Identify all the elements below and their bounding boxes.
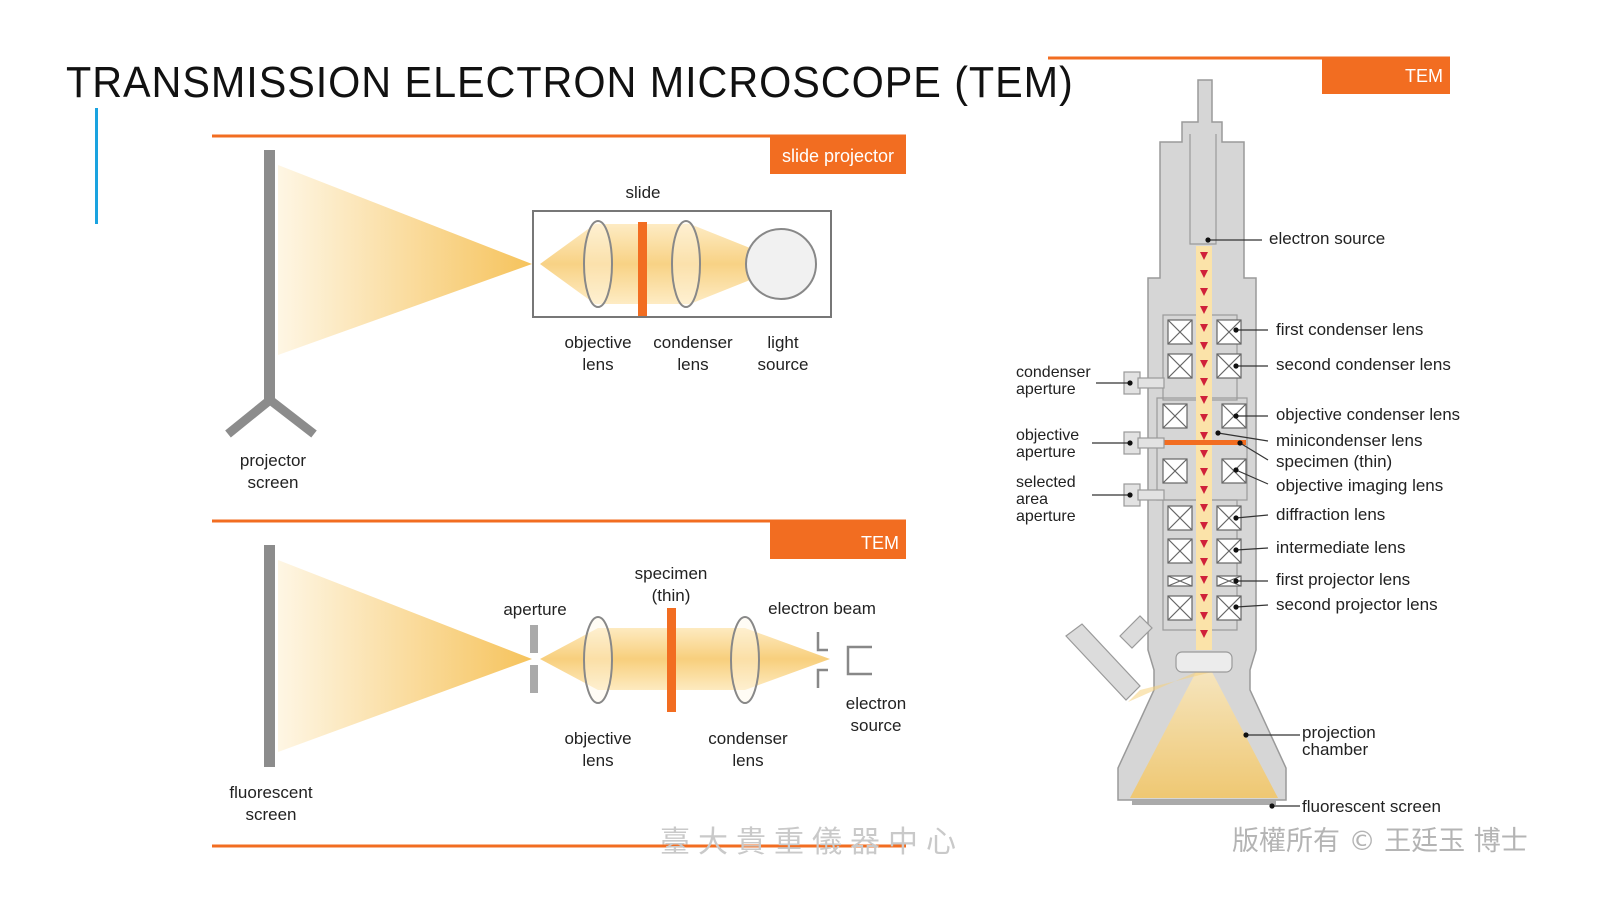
intermediate-lens-label: intermediate lens <box>1276 538 1405 557</box>
projection-cone <box>1130 672 1278 798</box>
electron-gun <box>846 645 872 676</box>
condenser-aperture-label-1: condenser <box>1016 364 1091 381</box>
projector-screen-label-1: projector <box>240 451 306 470</box>
aperture-bottom <box>530 665 538 693</box>
slide-label: slide <box>626 183 661 202</box>
second-condenser-lens-label: second condenser lens <box>1276 355 1451 374</box>
specimen-element <box>667 608 676 712</box>
specimen-thin-label: specimen (thin) <box>1276 452 1392 471</box>
objective-lens <box>583 220 613 308</box>
copyright-watermark: 版權所有 © 王廷玉 博士 <box>1232 826 1528 857</box>
fluorescent-screen-label-2: screen <box>245 805 296 824</box>
column-specimen <box>1162 440 1246 445</box>
slide-projector-tag <box>770 136 906 174</box>
objective-aperture-label-1: objective <box>1016 427 1079 444</box>
screen-stand <box>225 394 317 438</box>
column-fluorescent-screen <box>1132 800 1276 805</box>
slide-projector-panel: slide projector slide objective lens con… <box>212 134 906 492</box>
aperture-top <box>530 625 538 653</box>
electron-source-label-2: source <box>850 716 901 735</box>
tem-column-tag-label: TEM <box>1405 66 1443 86</box>
diffraction-lens-label: diffraction lens <box>1276 505 1385 524</box>
condenser-aperture-label-2: aperture <box>1016 381 1076 398</box>
electron-beam-label: electron beam <box>768 599 876 618</box>
minicondenser-lens-label: minicondenser lens <box>1276 431 1422 450</box>
side-camera-port <box>1065 623 1141 701</box>
light-source-label-2: source <box>757 355 808 374</box>
sp-condenser-label-2: lens <box>677 355 708 374</box>
tem-schematic-tag-label: TEM <box>861 533 899 553</box>
accent-bar <box>95 108 98 224</box>
tem-condenser-label-1: condenser <box>708 729 788 748</box>
second-projector-lens-label: second projector lens <box>1276 595 1438 614</box>
image-cone <box>278 560 532 752</box>
selected-area-aperture-label-1: selected <box>1016 474 1076 491</box>
condenser-lens <box>671 220 701 308</box>
tem-schematic-panel: TEM aperture specimen (thin) electron be… <box>212 519 906 848</box>
sp-objective-label-1: objective <box>564 333 631 352</box>
objective-imaging-lens-label: objective imaging lens <box>1276 476 1443 495</box>
tem-condenser-lens <box>730 616 760 704</box>
light-source-bulb <box>745 228 817 300</box>
electron-source-label-1: electron <box>846 694 906 713</box>
electron-source-label: electron source <box>1269 229 1385 248</box>
gun-chamber <box>1189 134 1217 245</box>
selected-area-aperture-label-3: aperture <box>1016 508 1076 525</box>
projected-light-cone <box>278 165 532 355</box>
specimen-label-1: specimen <box>635 564 708 583</box>
column-fluorescent-screen-label: fluorescent screen <box>1302 797 1441 816</box>
tem-column-tag <box>1322 58 1450 94</box>
tem-objective-label-1: objective <box>564 729 631 748</box>
tem-column-panel: TEM <box>1016 56 1460 816</box>
tem-objective-lens <box>583 616 613 704</box>
leader-dots-right <box>1205 237 1275 809</box>
projector-screen-label-2: screen <box>247 473 298 492</box>
light-source-label-1: light <box>767 333 798 352</box>
objective-condenser-lens-label: objective condenser lens <box>1276 405 1460 424</box>
beam-stop <box>1175 651 1233 673</box>
projector-light-path <box>540 224 760 304</box>
leader-dots-left <box>1127 380 1133 498</box>
projector-screen <box>264 150 275 402</box>
fluorescent-screen <box>264 545 275 767</box>
side-port-arm <box>1119 615 1153 649</box>
slide-projector-tag-label: slide projector <box>782 146 894 166</box>
wehnelt-cap <box>816 632 828 688</box>
leader-lines-right <box>1208 239 1300 807</box>
electron-arrows <box>1200 252 1208 638</box>
tem-objective-label-2: lens <box>582 751 613 770</box>
objective-aperture-label-2: aperture <box>1016 444 1076 461</box>
projection-chamber-label-1: projection <box>1302 723 1376 742</box>
selected-area-aperture-label-2: area <box>1016 491 1048 508</box>
tem-schematic-tag <box>770 521 906 559</box>
aperture-label: aperture <box>503 600 566 619</box>
electron-beam-column <box>1196 246 1212 650</box>
slide-title: TRANSMISSION ELECTRON MICROSCOPE (TEM) <box>66 58 1074 107</box>
slide-element <box>638 222 647 316</box>
first-projector-lens-label: first projector lens <box>1276 570 1410 589</box>
sp-condenser-label-1: condenser <box>653 333 733 352</box>
institution-watermark: 臺大貴重儀器中心 <box>660 825 964 860</box>
fluorescent-screen-label-1: fluorescent <box>229 783 312 802</box>
sp-objective-label-2: lens <box>582 355 613 374</box>
specimen-label-2: (thin) <box>652 586 691 605</box>
leader-lines-left <box>1092 382 1130 496</box>
first-condenser-lens-label: first condenser lens <box>1276 320 1423 339</box>
projection-chamber-label-2: chamber <box>1302 740 1368 759</box>
tem-condenser-label-2: lens <box>732 751 763 770</box>
